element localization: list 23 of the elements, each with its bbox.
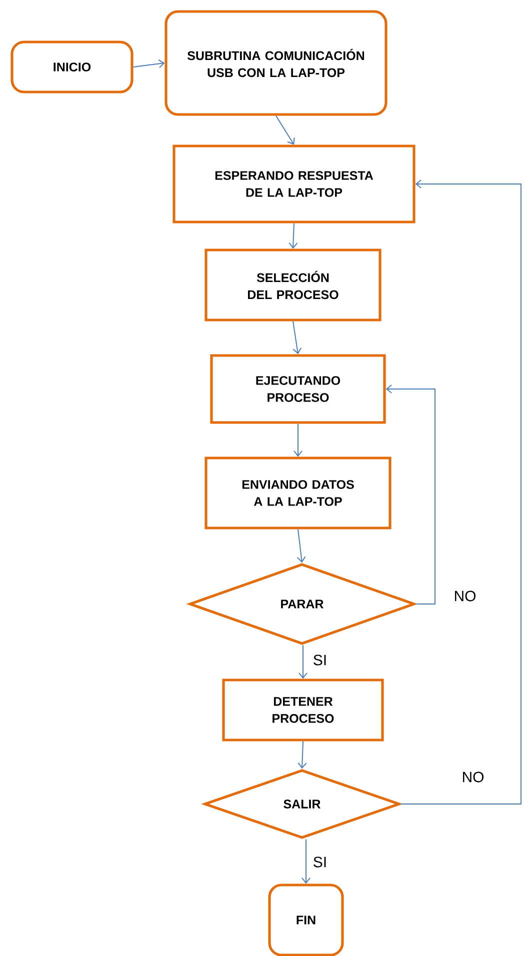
arrow: [386, 384, 436, 604]
arrow: [294, 423, 302, 457]
terminal-box: FIN: [268, 884, 344, 956]
arrow: [298, 644, 308, 679]
arrow: [298, 740, 307, 769]
arrow: [276, 115, 295, 145]
arrow: [132, 59, 165, 68]
edge-label: SI: [312, 654, 328, 666]
arrow: [292, 320, 302, 354]
process-box: SUBRUTINA COMUNICACIÓN USB CON LA LAP-TOP: [164, 10, 388, 116]
terminal-box: INICIO: [10, 40, 134, 94]
edge-label: NO: [460, 770, 486, 784]
process-box: EJECUTANDO PROCESO: [210, 354, 386, 424]
process-box: ENVIANDO DATOS A LA LAP-TOP: [204, 456, 392, 530]
arrow: [302, 838, 310, 884]
arrow: [400, 180, 522, 804]
process-box: SELECCIÓN DEL PROCESO: [204, 248, 382, 322]
edge-label: NO: [452, 590, 478, 602]
arrow: [288, 222, 298, 249]
arrow: [296, 528, 306, 563]
edge-label: SI: [312, 856, 328, 868]
process-box: DETENER PROCESO: [222, 678, 384, 742]
process-box: ESPERANDO RESPUESTA DE LA LAP-TOP: [172, 144, 416, 224]
